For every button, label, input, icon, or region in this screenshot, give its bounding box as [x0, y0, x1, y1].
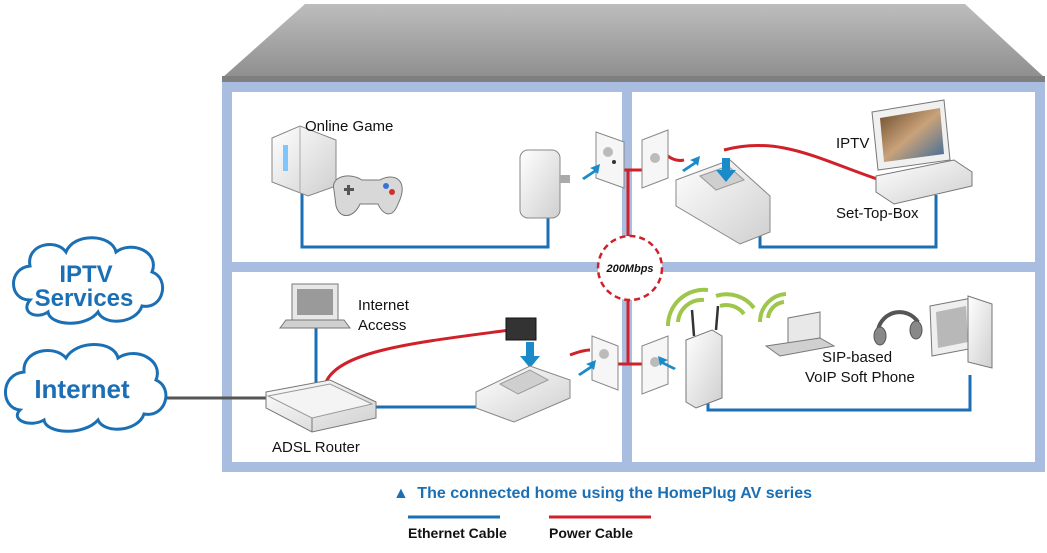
iptv-services-label: IPTV — [59, 261, 112, 288]
game-console-icon — [272, 126, 336, 196]
caption-text: The connected home using the HomePlug AV… — [417, 485, 812, 502]
iptv-label: IPTV — [836, 135, 869, 152]
sip-phone-label: SIP-based — [822, 349, 892, 366]
wifi-signal-icon — [668, 290, 786, 326]
legend-power-label: Power Cable — [549, 525, 633, 541]
adsl-router-label: ADSL Router — [272, 439, 360, 456]
internet-label: Internet — [34, 374, 130, 404]
roof-eave — [222, 76, 1045, 82]
adsl-router-icon — [266, 380, 376, 432]
bandwidth-label: 200Mbps — [605, 263, 653, 275]
plug-in-arrow — [520, 342, 540, 368]
tv-monitor-icon — [872, 100, 950, 170]
caption-marker: ▲ — [393, 485, 409, 502]
headset-icon — [874, 312, 922, 345]
sip-phone-label: VoIP Soft Phone — [805, 369, 915, 386]
gamepad-icon — [333, 176, 402, 216]
homeplug-passthrough-adapter-icon — [476, 366, 570, 422]
online-game-label: Online Game — [305, 118, 393, 135]
iptv-services-label: Services — [35, 285, 134, 312]
power-outlet-icon — [642, 130, 668, 188]
internet-access-label: Access — [358, 317, 406, 334]
power-outlet-icon — [592, 336, 618, 390]
laptop-icon — [280, 284, 350, 328]
plug-in-arrow — [682, 156, 700, 172]
desktop-computer-icon — [930, 296, 992, 368]
iptv-services-cloud: IPTV Services — [14, 238, 163, 324]
power-adapter-icon — [506, 318, 536, 340]
set-top-box-label: Set-Top-Box — [836, 205, 919, 222]
internet-cloud: Internet — [5, 345, 165, 432]
homeplug-adapter-icon — [520, 150, 570, 218]
internet-access-label: Internet — [358, 297, 410, 314]
house-roof — [222, 4, 1045, 78]
power-outlet-icon — [596, 132, 624, 188]
wireless-access-point-icon — [686, 306, 722, 408]
legend-ethernet-label: Ethernet Cable — [408, 525, 507, 541]
legend: Ethernet Cable Power Cable — [408, 517, 651, 541]
caption: ▲ The connected home using the HomePlug … — [393, 485, 812, 502]
